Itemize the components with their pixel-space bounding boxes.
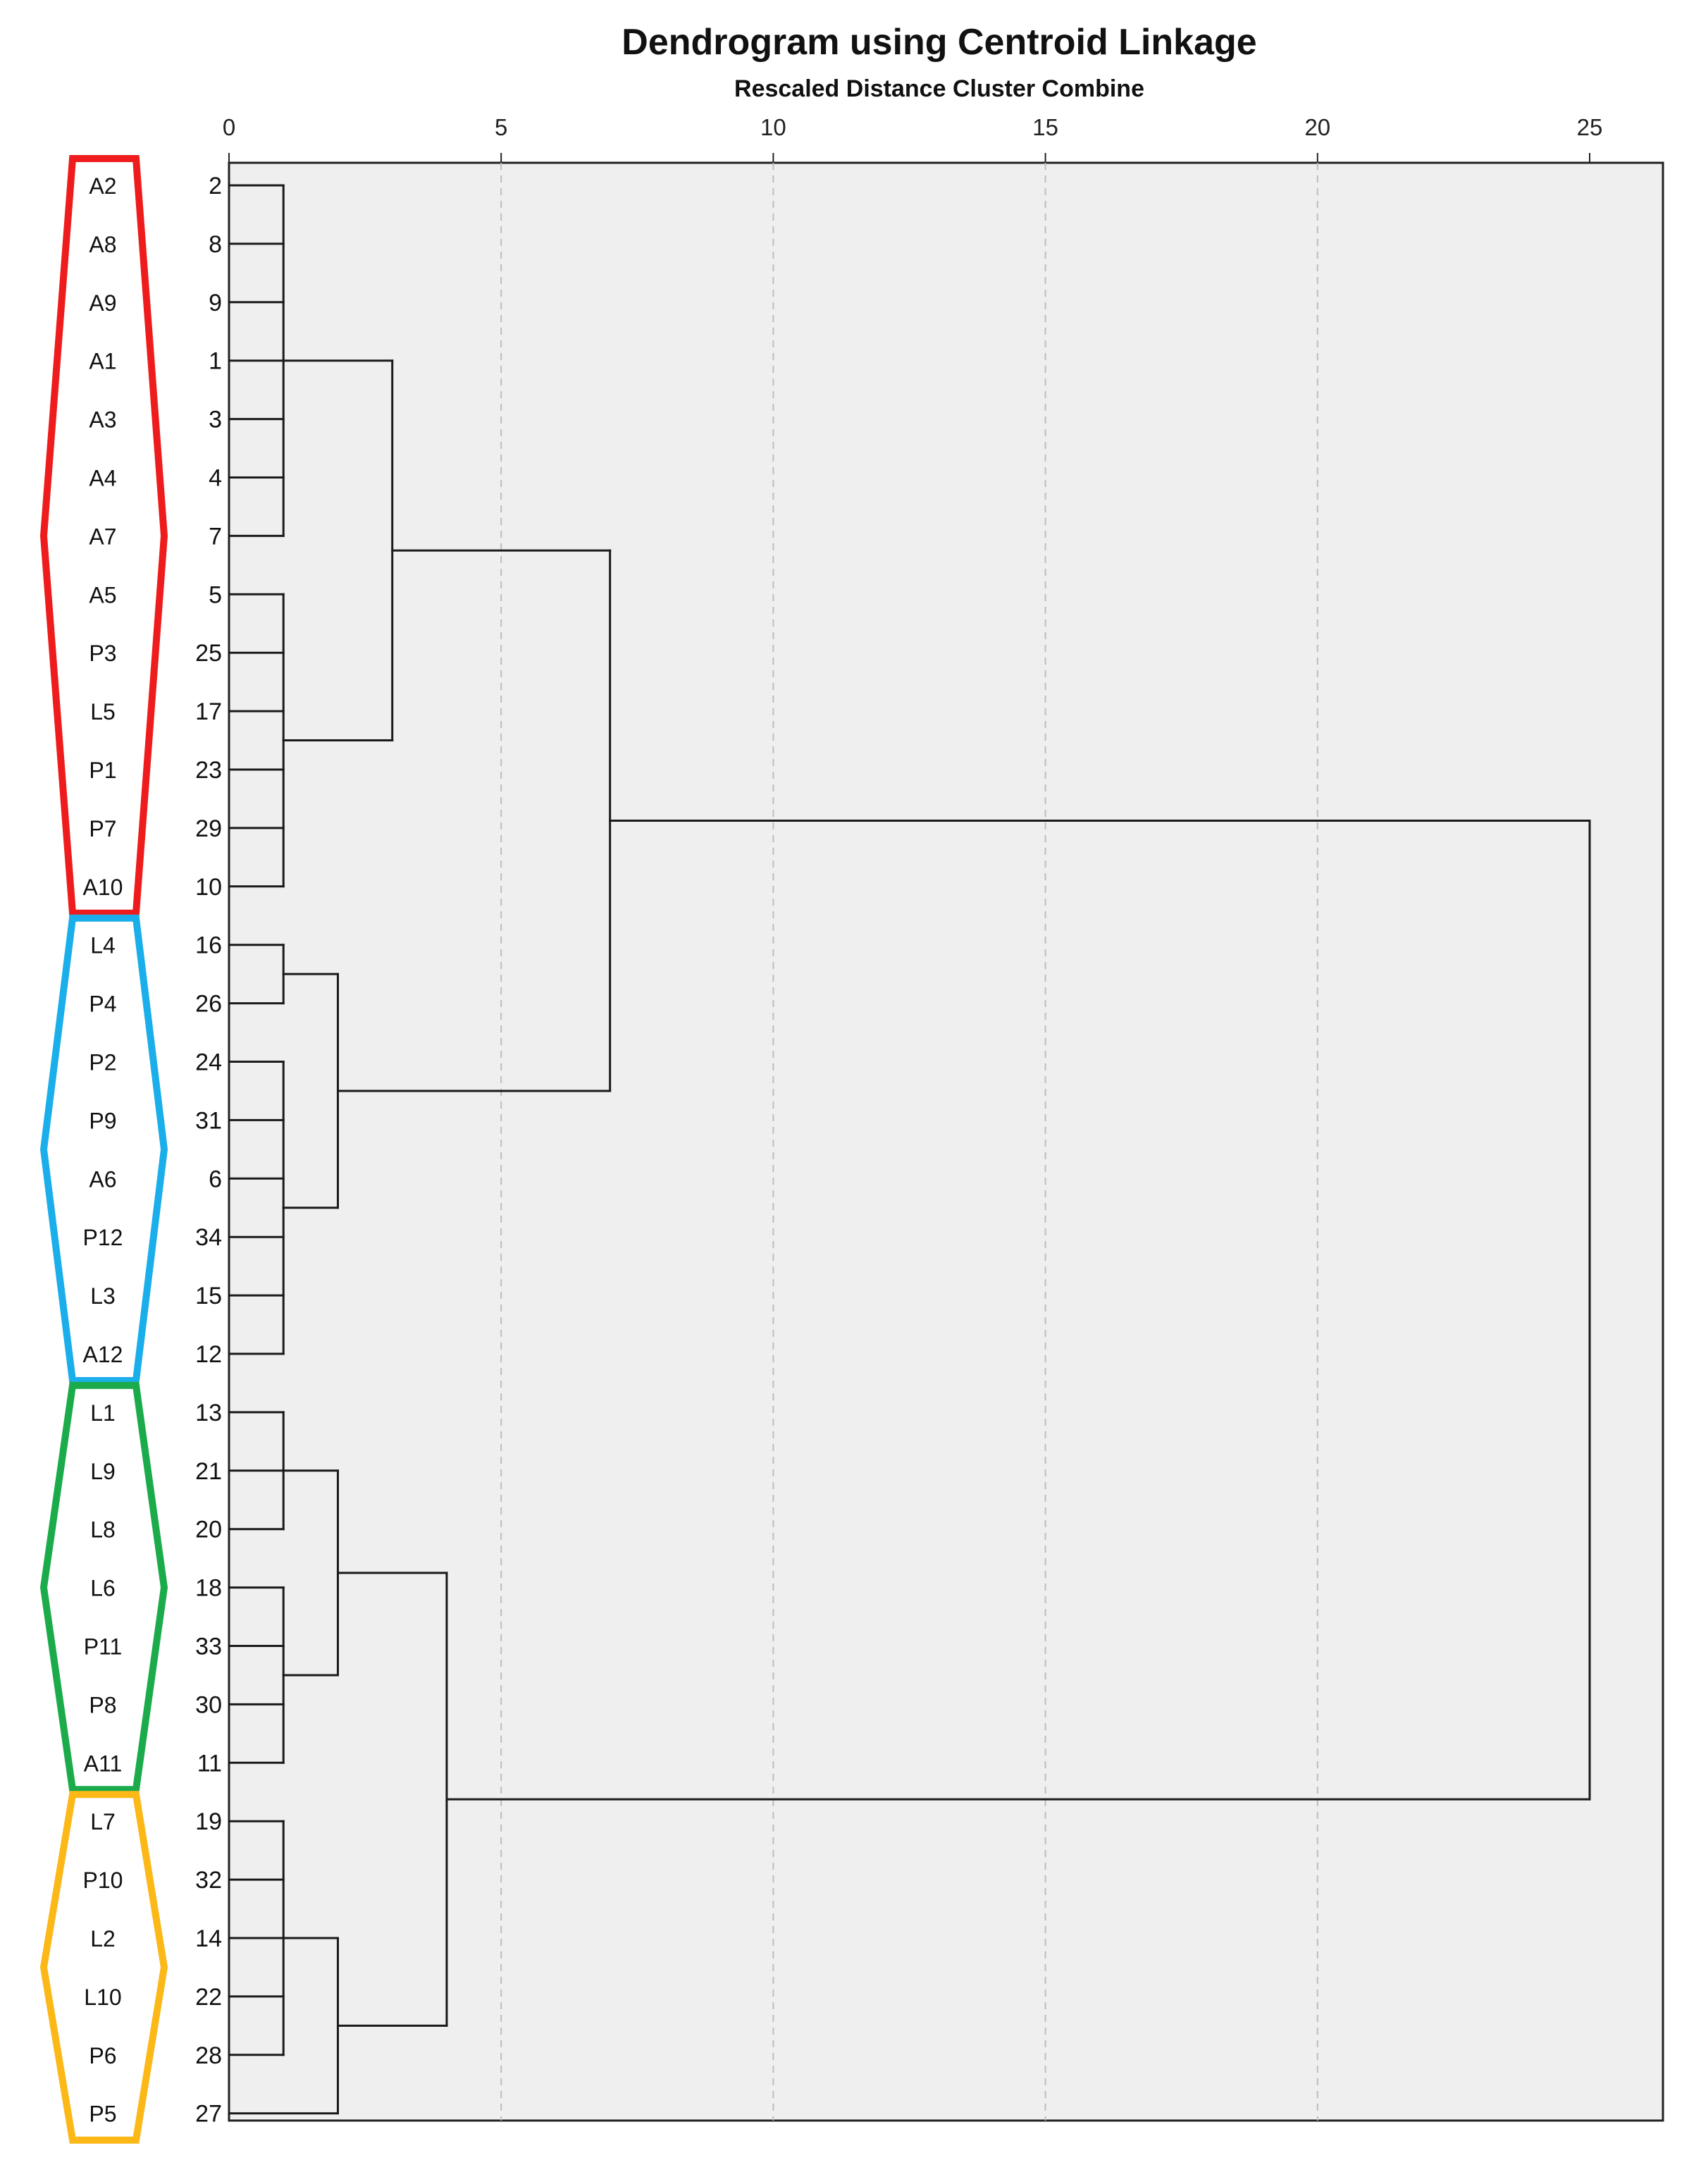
sample-label-L1: L1 [90,1400,116,1426]
case-labels: 2891347525172329101626243163415121321201… [195,173,222,2128]
sample-label-P4: P4 [89,992,116,1017]
case-label-15: 15 [195,1283,222,1309]
sample-label-P10: P10 [83,1868,123,1893]
sample-label-L7: L7 [90,1809,116,1834]
tick-label-5: 5 [495,114,507,140]
tick-label-20: 20 [1304,114,1330,140]
case-label-20: 20 [195,1517,222,1543]
chart-subtitle: Rescaled Distance Cluster Combine [734,75,1144,102]
sample-label-P12: P12 [83,1225,123,1250]
sample-label-L4: L4 [90,933,116,958]
case-label-6: 6 [209,1166,222,1192]
case-label-32: 32 [195,1867,222,1894]
case-label-34: 34 [195,1224,222,1251]
sample-label-A6: A6 [89,1166,116,1192]
case-label-27: 27 [195,2101,222,2128]
case-label-17: 17 [195,698,222,725]
case-label-14: 14 [195,1925,222,1952]
case-label-21: 21 [195,1458,222,1485]
case-label-25: 25 [195,640,222,667]
case-label-1: 1 [209,348,222,375]
chart-title: Dendrogram using Centroid Linkage [621,22,1256,63]
sample-label-L2: L2 [90,1926,116,1951]
sample-label-A2: A2 [89,173,116,199]
tick-label-10: 10 [760,114,786,140]
case-label-16: 16 [195,932,222,959]
case-label-29: 29 [195,815,222,842]
group-outline-2 [39,1381,168,1794]
axis-ticks: 0 5 10 15 20 25 [223,114,1603,163]
sample-label-P1: P1 [89,758,116,783]
sample-label-A8: A8 [89,232,116,257]
sample-label-L5: L5 [90,699,116,724]
sample-label-P11: P11 [84,1634,123,1660]
sample-label-L9: L9 [90,1459,116,1484]
case-label-19: 19 [195,1808,222,1835]
plot-area [228,161,1664,2122]
sample-label-A1: A1 [89,349,116,374]
case-label-18: 18 [195,1575,222,1602]
sample-label-A12: A12 [83,1342,123,1367]
case-label-26: 26 [195,991,222,1018]
sample-label-L10: L10 [84,1985,121,2010]
sample-label-P9: P9 [89,1108,116,1133]
case-label-23: 23 [195,757,222,784]
case-label-33: 33 [195,1634,222,1660]
sample-label-P6: P6 [89,2043,116,2068]
tick-label-0: 0 [223,114,235,140]
case-label-22: 22 [195,1984,222,2011]
sample-label-A11: A11 [84,1751,123,1776]
case-label-11: 11 [197,1750,222,1777]
grid-lines [500,163,1318,2121]
sample-label-P7: P7 [89,816,116,841]
sample-label-P2: P2 [89,1050,116,1075]
sample-label-P5: P5 [89,2102,116,2127]
case-label-5: 5 [209,581,222,608]
case-label-28: 28 [195,2042,222,2069]
sample-label-A10: A10 [83,875,123,900]
sample-label-L8: L8 [90,1517,116,1543]
tick-label-15: 15 [1032,114,1058,140]
dendrogram-links [228,184,1591,2115]
group-outline-1 [39,914,168,1384]
sample-label-A3: A3 [89,407,116,433]
group-outline-3 [39,1791,168,2144]
case-label-7: 7 [209,523,222,550]
sample-label-P3: P3 [89,641,116,666]
sample-label-A9: A9 [89,290,116,316]
group-outline-0 [39,155,168,917]
sample-groups: A2A8A9A1A3A4A7A5P3L5P1P7A10L4P4P2P9A6P12… [39,155,168,2144]
case-label-8: 8 [209,231,222,258]
case-label-30: 30 [195,1691,222,1718]
case-label-12: 12 [195,1341,222,1368]
case-label-3: 3 [209,407,222,433]
case-label-24: 24 [195,1049,222,1076]
tick-label-25: 25 [1577,114,1603,140]
sample-label-A7: A7 [89,524,116,549]
case-label-31: 31 [195,1107,222,1134]
sample-label-L3: L3 [90,1283,116,1309]
sample-label-A4: A4 [89,466,116,491]
case-label-2: 2 [209,173,222,199]
sample-label-P8: P8 [89,1692,116,1717]
case-label-4: 4 [209,465,222,492]
sample-label-A5: A5 [89,582,116,607]
case-label-9: 9 [209,290,222,316]
sample-label-L6: L6 [90,1576,116,1601]
case-label-13: 13 [195,1400,222,1426]
case-label-10: 10 [195,874,222,901]
